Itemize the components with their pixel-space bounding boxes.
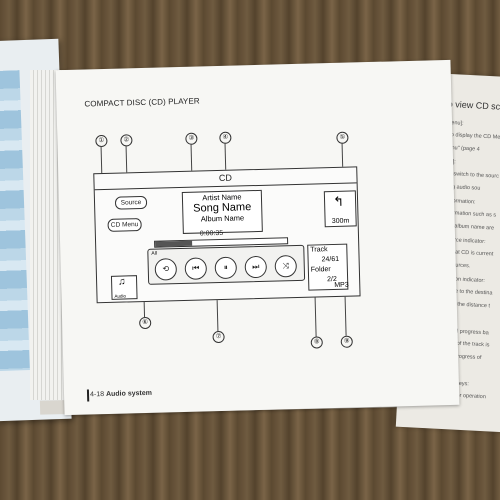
callout-6: ⑥ bbox=[139, 316, 152, 330]
turn-direction-indicator: ↰ 300m bbox=[323, 190, 357, 228]
data-type-indicator: MP3 bbox=[334, 281, 349, 290]
callout-7: ⑦ bbox=[212, 330, 225, 344]
song-name: Song Name bbox=[193, 201, 252, 215]
turn-left-arrow-icon: ↰ bbox=[332, 193, 345, 210]
music-note-icon: ♫ bbox=[117, 276, 126, 288]
callout-3: ③ bbox=[185, 132, 198, 145]
repeat-mode-label: All bbox=[151, 250, 158, 257]
cd-operation-keys: All ⟲ ⏮ ⏸⏭⤨ bbox=[147, 244, 306, 285]
manual-page: COMPACT DISC (CD) PLAYER ① ② ③ ④ ⑤ ⑥ ⑦ ⑧… bbox=[55, 59, 460, 416]
track-value: 24/61 bbox=[321, 255, 340, 264]
callout-1: ① bbox=[95, 134, 108, 148]
callout-5: ⑤ bbox=[336, 131, 349, 144]
repeat-icon[interactable]: ⟲ bbox=[154, 258, 178, 281]
callout-2: ② bbox=[120, 134, 133, 147]
pause-icon[interactable]: ⏸ bbox=[214, 256, 238, 280]
audio-label: Audio bbox=[114, 293, 127, 299]
track-label: Track bbox=[310, 246, 328, 254]
audio-menu-button[interactable]: ♫ Audio bbox=[110, 275, 138, 300]
turn-distance: 300m bbox=[331, 217, 350, 226]
callout-4: ④ bbox=[219, 131, 232, 144]
cd-menu-button[interactable]: CD Menu bbox=[107, 218, 142, 232]
play-time: 0:00:35 bbox=[199, 229, 224, 238]
callout-8: ⑧ bbox=[310, 336, 323, 349]
shuffle-icon[interactable]: ⤨ bbox=[274, 254, 298, 278]
page-footer: 4-18 Audio system bbox=[90, 390, 152, 399]
previous-track-icon[interactable]: ⏮ bbox=[184, 257, 208, 280]
folder-label: Folder bbox=[310, 266, 331, 274]
source-button[interactable]: Source bbox=[114, 195, 148, 210]
next-track-icon[interactable]: ⏭ bbox=[244, 255, 268, 279]
progress-fill bbox=[155, 240, 193, 247]
page-heading: COMPACT DISC (CD) PLAYER bbox=[84, 96, 200, 109]
callout-9: ⑨ bbox=[340, 335, 353, 348]
section-name: Audio system bbox=[105, 389, 153, 399]
page-number: 4-18 bbox=[89, 391, 105, 399]
track-information: Artist Name Song Name Album Name bbox=[181, 189, 263, 234]
